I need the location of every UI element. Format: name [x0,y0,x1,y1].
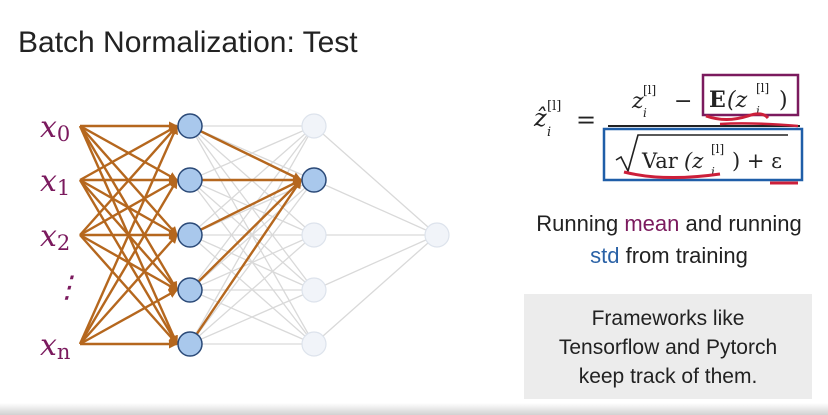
bottom-shadow [0,403,828,415]
expectation-symbol: E [709,87,726,113]
hidden-node-layer1 [177,277,203,303]
mean-highlight: mean [624,211,680,236]
expectation-sup: [l] [756,81,769,95]
faded-edge [313,234,438,291]
variance-symbol: Var [641,149,679,173]
input-label-xdots: ⋮ [52,270,82,305]
active-edge [189,178,302,237]
neural-network-diagram: x0 x1 x2 ⋮ xn [40,110,450,364]
faded-edge [313,179,438,236]
formula-equals: = [576,106,596,134]
input-label-xn: xn [40,328,70,364]
hidden-node-layer2-faded [301,113,327,139]
batch-norm-formula: ẑ [l] i = z [l] i − E (z [l] i ) Var (z … [533,73,804,185]
running-text-2: and running [679,211,802,236]
active-edge [79,234,178,345]
frameworks-note-box: Frameworks like Tensorflow and Pytorch k… [524,294,812,399]
active-edge [189,179,302,345]
variance-box [602,127,804,182]
numerator-sub: i [643,106,647,120]
hidden-node-layer2-faded [301,331,327,357]
faded-edge [189,179,315,345]
faded-edge [189,125,315,345]
running-text-3: from training [619,243,748,268]
output-node [424,222,450,248]
numerator-sup: [l] [643,83,656,97]
active-edge [78,179,179,345]
variance-underline [623,170,721,180]
variance-arg: (z [684,149,704,173]
active-edge [189,124,302,182]
active-edge [79,288,178,346]
faded-edge [189,234,315,345]
faded-edge [313,234,438,345]
frameworks-note-text: Frameworks like Tensorflow and Pytorch k… [524,304,812,391]
input-label-x0: x0 [40,110,70,146]
active-edge [79,125,178,236]
active-edges [78,121,302,349]
hidden-node-layer1 [177,167,203,193]
running-text-1: Running [536,211,625,236]
faded-edge [189,125,315,181]
hidden-node-layer1 [177,331,203,357]
frameworks-line-3: keep track of them. [578,365,758,388]
faded-edge [189,125,315,291]
fraction-bar-mark [719,122,799,128]
faded-edge [313,125,438,236]
hidden-node-layer1 [177,113,203,139]
variance-sub: i [711,165,715,179]
frameworks-line-1: Frameworks like [591,307,745,330]
hidden-node-layer1 [177,222,203,248]
active-edge [78,125,179,345]
input-label-x1: x1 [40,164,70,200]
expectation-sub: i [756,104,760,118]
expectation-underline [705,112,770,121]
network-nodes [177,113,450,357]
formula-lhs-sub: i [547,125,551,140]
expectation-close: ) [779,88,788,113]
slide-title: Batch Normalization: Test [18,26,358,59]
hidden-node-layer2-faded [301,222,327,248]
frameworks-line-2: Tensorflow and Pytorch [558,336,778,359]
variance-close: ) + ε [732,149,782,173]
running-stats-note: Running mean and running std from traini… [510,208,828,272]
active-edge [189,179,302,291]
input-label-x2: x2 [40,219,70,255]
hidden-node-layer2-active [301,167,327,193]
expectation-arg: (z [727,88,748,113]
active-edge [79,124,178,182]
formula-lhs-sup: [l] [547,99,561,114]
faded-edge [189,289,315,345]
numerator-minus: − [674,89,692,114]
formula-lhs: ẑ [533,104,547,132]
active-edge [79,178,178,237]
std-highlight: std [590,243,620,268]
input-labels: x0 x1 x2 ⋮ xn [40,110,82,364]
numerator-z: z [631,89,644,114]
hidden-node-layer2-faded [301,277,327,303]
variance-sup: [l] [711,142,724,156]
sqrt-sign [615,134,788,174]
